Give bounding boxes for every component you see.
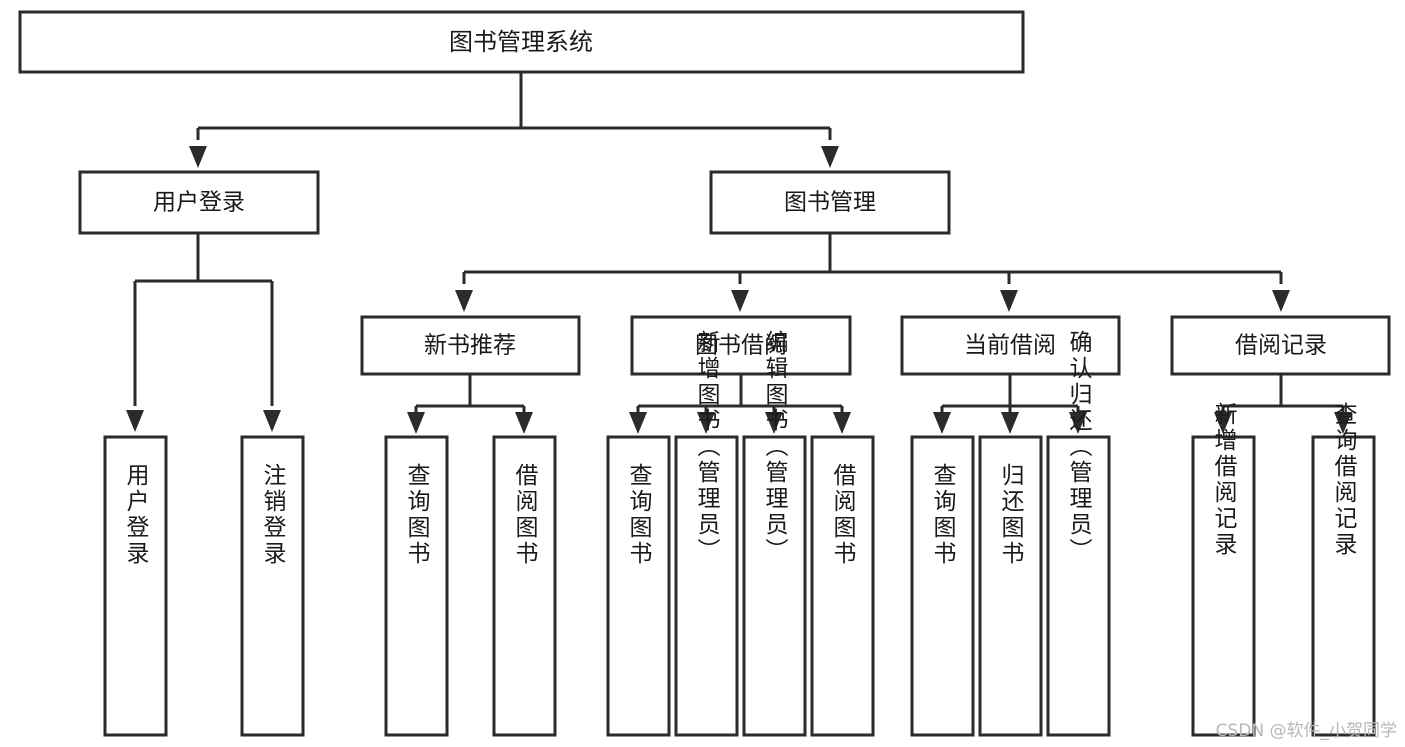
connector-group-borrow-record — [1214, 374, 1352, 434]
node-leaf-query-book-2[interactable]: 查询图书 — [606, 435, 671, 737]
node-book-management-label: 图书管理 — [784, 190, 876, 216]
node-leaf-query-book-3[interactable]: 查询图书 — [910, 435, 975, 737]
arrow-to-leaf-return-book — [1001, 412, 1019, 434]
node-current-borrow-box[interactable] — [900, 315, 1121, 376]
node-leaf-edit-book[interactable]: 编辑图书（管理员） — [742, 330, 807, 737]
arrow-to-leaf-query-book-3 — [933, 412, 951, 434]
node-leaf-borrow-book-2[interactable]: 借阅图书 — [810, 435, 875, 737]
node-leaf-return-book[interactable]: 归还图书 — [978, 435, 1043, 737]
node-leaf-user-login-label: 用户登录 — [122, 463, 150, 567]
node-borrow-record-label: 借阅记录 — [1235, 333, 1327, 359]
node-leaf-add-record-box[interactable] — [1191, 435, 1256, 737]
node-book-management[interactable]: 图书管理 — [709, 170, 951, 235]
node-leaf-query-book-3-box[interactable] — [910, 435, 975, 737]
node-current-borrow-label: 当前借阅 — [964, 333, 1056, 359]
node-current-borrow[interactable]: 当前借阅 — [900, 315, 1121, 376]
node-leaf-borrow-book-1-label: 借阅图书 — [511, 463, 539, 567]
arrow-to-leaf-logout-login — [263, 410, 281, 432]
arrow-to-leaf-user-login — [126, 410, 144, 432]
node-leaf-query-book-2-box[interactable] — [606, 435, 671, 737]
arrow-to-leaf-query-book-2 — [629, 412, 647, 434]
node-user-login-box[interactable] — [78, 170, 320, 235]
connector-group-current-borrow — [933, 374, 1087, 434]
arrow-to-leaf-borrow-book-2 — [833, 412, 851, 434]
node-leaf-logout-login-box[interactable] — [240, 435, 305, 737]
csdn-watermark: CSDN @软件_小贺同学 — [1215, 721, 1397, 741]
node-leaf-confirm-return-box[interactable] — [1046, 435, 1111, 737]
node-borrow-record[interactable]: 借阅记录 — [1170, 315, 1391, 376]
connector-group-user-login — [126, 233, 281, 432]
node-leaf-edit-book-box[interactable] — [742, 435, 807, 737]
node-leaf-confirm-return[interactable]: 确认归还（管理员） — [1046, 330, 1111, 737]
node-leaf-borrow-book-1[interactable]: 借阅图书 — [492, 435, 557, 737]
arrow-to-borrow-record — [1272, 290, 1290, 312]
connector-group-book-borrow — [629, 374, 851, 434]
node-leaf-query-book-2-label: 查询图书 — [625, 463, 653, 567]
node-root[interactable]: 图书管理系统 — [18, 10, 1025, 74]
node-root-box[interactable] — [18, 10, 1025, 74]
node-leaf-query-book-1[interactable]: 查询图书 — [384, 435, 449, 737]
node-new-book-recommend[interactable]: 新书推荐 — [360, 315, 581, 376]
node-root-label: 图书管理系统 — [449, 28, 593, 56]
node-leaf-edit-book-label: 编辑图书（管理员） — [761, 330, 789, 564]
node-book-borrow-box[interactable] — [630, 315, 852, 376]
node-book-borrow[interactable]: 图书借阅 — [630, 315, 852, 376]
node-leaf-logout-login-label: 注销登录 — [259, 463, 287, 567]
arrow-to-leaf-query-book-1 — [407, 412, 425, 434]
node-user-login-label: 用户登录 — [153, 190, 245, 216]
arrow-root-to-book-management — [821, 146, 839, 168]
node-leaf-add-record[interactable]: 新增借阅记录 — [1191, 402, 1256, 737]
node-leaf-borrow-book-2-label: 借阅图书 — [829, 463, 857, 567]
node-leaf-add-record-label: 新增借阅记录 — [1210, 402, 1238, 558]
node-leaf-return-book-label: 归还图书 — [997, 463, 1025, 567]
arrow-to-leaf-borrow-book-1 — [515, 412, 533, 434]
connector-group-new-book-recommend — [407, 374, 533, 434]
node-leaf-confirm-return-label: 确认归还（管理员） — [1065, 330, 1093, 564]
connector-group-root — [189, 73, 839, 168]
node-book-borrow-label: 图书借阅 — [695, 333, 787, 359]
node-leaf-add-book-box[interactable] — [674, 435, 739, 737]
node-leaf-user-login-box[interactable] — [103, 435, 168, 737]
node-leaf-query-record-box[interactable] — [1311, 435, 1376, 737]
connector-group-book-management — [455, 233, 1290, 312]
node-book-management-box[interactable] — [709, 170, 951, 235]
node-leaf-borrow-book-1-box[interactable] — [492, 435, 557, 737]
node-leaf-add-book-label: 新增图书（管理员） — [693, 330, 721, 564]
arrow-root-to-user-login — [189, 146, 207, 168]
node-leaf-query-book-3-label: 查询图书 — [929, 463, 957, 567]
arrow-to-book-borrow — [731, 290, 749, 312]
node-leaf-query-record-label: 查询借阅记录 — [1330, 402, 1358, 558]
node-leaf-query-record[interactable]: 查询借阅记录 — [1311, 402, 1376, 737]
node-new-book-recommend-label: 新书推荐 — [424, 333, 516, 359]
node-leaf-query-book-1-label: 查询图书 — [403, 463, 431, 567]
node-leaf-borrow-book-2-box[interactable] — [810, 435, 875, 737]
node-leaf-query-book-1-box[interactable] — [384, 435, 449, 737]
node-leaf-logout-login[interactable]: 注销登录 — [240, 435, 305, 737]
node-leaf-return-book-box[interactable] — [978, 435, 1043, 737]
node-leaf-add-book[interactable]: 新增图书（管理员） — [674, 330, 739, 737]
arrow-to-new-book-recommend — [455, 290, 473, 312]
node-user-login[interactable]: 用户登录 — [78, 170, 320, 235]
node-new-book-recommend-box[interactable] — [360, 315, 581, 376]
node-borrow-record-box[interactable] — [1170, 315, 1391, 376]
node-leaf-user-login[interactable]: 用户登录 — [103, 435, 168, 737]
arrow-to-current-borrow — [1000, 290, 1018, 312]
